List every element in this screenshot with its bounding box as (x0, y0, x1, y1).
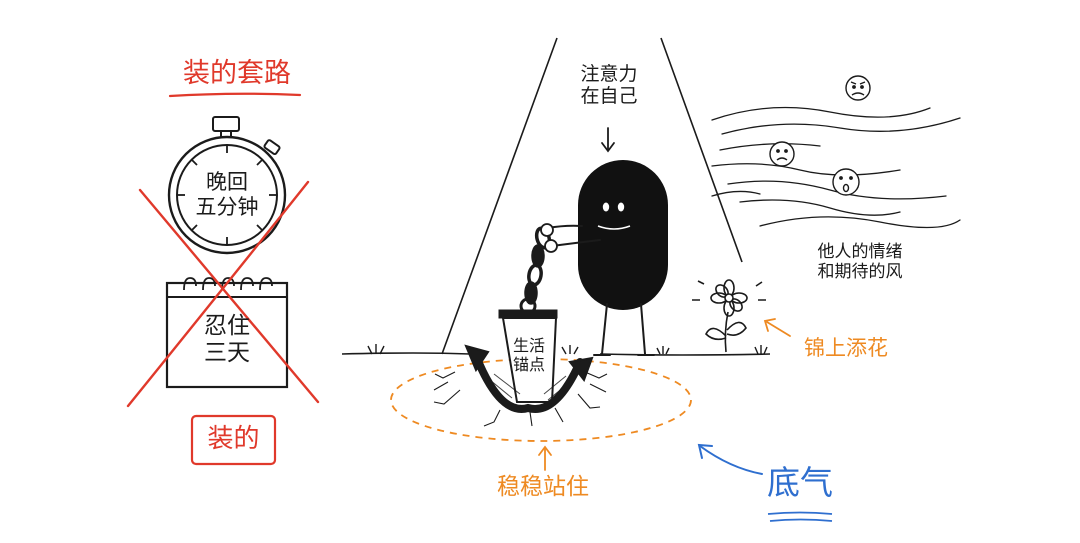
stand-label: 稳稳站住 (497, 474, 589, 500)
flower-arrow-icon (763, 318, 791, 337)
anchor-icon (464, 226, 594, 413)
conclusion-box-frame (190, 414, 277, 466)
calendar-icon (165, 277, 289, 389)
flower-label: 锦上添花 (804, 336, 888, 360)
scene (341, 37, 961, 522)
ground-cracks-icon (433, 371, 608, 427)
character-icon (540, 160, 668, 356)
anchor-label: 生活 锚点 (512, 336, 545, 374)
wind-label: 他人的情绪 和期待的风 (817, 242, 903, 283)
stopwatch-icon (167, 116, 287, 255)
grass-icon (367, 344, 768, 355)
attention-label: 注意力 在自己 (580, 63, 638, 108)
ground-line (341, 352, 771, 356)
worried-face-icon (845, 75, 871, 101)
heading-underline (168, 92, 302, 98)
confidence-label: 底气 (767, 463, 833, 502)
surprised-face-icon (832, 168, 860, 196)
stand-arrow-icon (538, 445, 552, 471)
confidence-arrow-icon (697, 443, 763, 475)
wind-icon (711, 106, 961, 229)
conclusion-label: 装的 (207, 424, 260, 454)
method-heading: 装的套路 (183, 58, 291, 89)
calendar-label: 忍住 三天 (204, 313, 250, 367)
stopwatch-label: 晚回 五分钟 (195, 170, 259, 219)
attention-arrow-icon (601, 127, 615, 153)
sad-face-icon (769, 141, 795, 167)
left-panel (126, 92, 320, 466)
cross-out-mark (126, 180, 320, 408)
spotlight-beam (441, 37, 743, 355)
flower-icon (692, 279, 766, 353)
confidence-underline (767, 511, 833, 522)
